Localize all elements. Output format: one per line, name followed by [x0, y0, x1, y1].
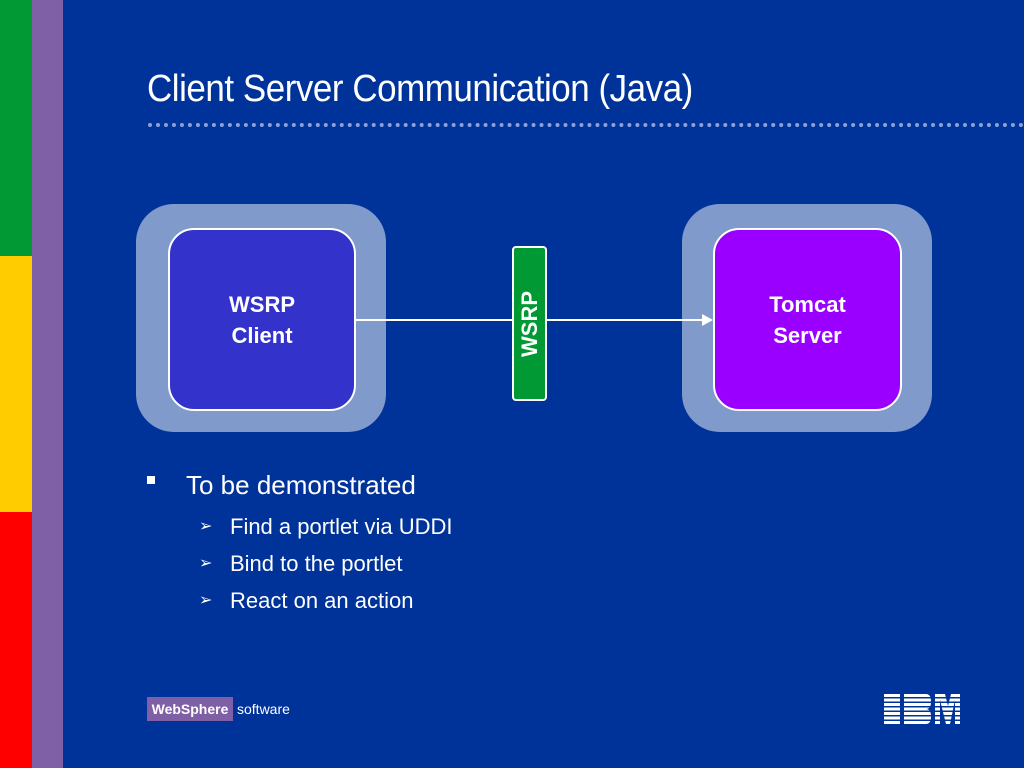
sub-bullet-text: React on an action — [230, 588, 414, 613]
title-divider — [148, 123, 1024, 127]
wsrp-protocol-label: WSRP — [516, 290, 542, 357]
arrow-bullet-icon: ➢ — [199, 555, 213, 572]
tomcat-server-box: Tomcat Server — [713, 228, 902, 411]
wsrp-client-box: WSRP Client — [168, 228, 356, 411]
arrow-head-icon — [702, 314, 713, 326]
websphere-badge: WebSphere — [147, 697, 233, 721]
server-label-line2: Server — [773, 322, 842, 348]
left-stripe-red — [0, 512, 32, 768]
square-bullet-icon — [147, 476, 155, 484]
slide-title: Client Server Communication (Java) — [147, 68, 693, 110]
ibm-logo-icon — [884, 694, 960, 724]
left-stripe-green — [0, 0, 32, 256]
left-stripe-yellow — [0, 256, 32, 512]
left-stripe-purple — [32, 0, 63, 768]
sub-bullet-text: Bind to the portlet — [230, 551, 403, 576]
client-label-line2: Client — [231, 322, 293, 348]
arrow-bullet-icon: ➢ — [199, 592, 213, 609]
sub-bullet-text: Find a portlet via UDDI — [230, 514, 453, 539]
client-label-line1: WSRP — [229, 291, 295, 317]
wsrp-protocol-pill: WSRP — [512, 246, 547, 401]
software-label: software — [237, 701, 290, 717]
arrow-bullet-icon: ➢ — [199, 518, 213, 535]
bullet-main-text: To be demonstrated — [186, 470, 416, 500]
server-label-line1: Tomcat — [769, 291, 846, 317]
